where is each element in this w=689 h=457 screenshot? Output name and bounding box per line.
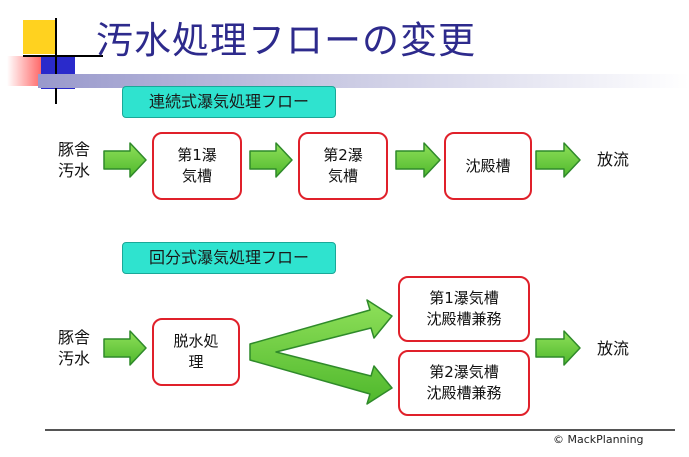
continuous-step-3: 沈殿槽	[444, 132, 532, 200]
arrow-continuous-3	[395, 142, 441, 178]
continuous-output-label: 放流	[596, 150, 629, 169]
arrow-continuous-2	[249, 142, 293, 178]
arrow-continuous-4	[535, 142, 581, 178]
batch-output-label: 放流	[596, 339, 629, 358]
arrow-batch-split	[249, 299, 393, 405]
continuous-step-2: 第2瀑気槽	[298, 132, 388, 200]
arrow-continuous-1	[103, 142, 147, 178]
batch-flow-label: 回分式瀑気処理フロー	[122, 242, 336, 274]
batch-branch-1: 第1瀑気槽沈殿槽兼務	[398, 276, 530, 342]
continuous-flow-label: 連続式瀑気処理フロー	[122, 86, 336, 118]
batch-source-label: 豚舎 汚水	[57, 328, 90, 368]
arrow-batch-out	[535, 330, 581, 366]
arrow-batch-1	[103, 330, 147, 366]
copyright-text: © MackPlanning	[553, 433, 644, 446]
title-underline	[38, 74, 689, 88]
batch-step-dewater: 脱水処理	[152, 318, 240, 386]
page-title: 汚水処理フローの変更	[96, 19, 476, 62]
continuous-step-1: 第1瀑気槽	[152, 132, 242, 200]
batch-branch-2: 第2瀑気槽沈殿槽兼務	[398, 350, 530, 416]
footer-divider	[45, 429, 675, 431]
continuous-source-label: 豚舎 汚水	[57, 140, 90, 180]
